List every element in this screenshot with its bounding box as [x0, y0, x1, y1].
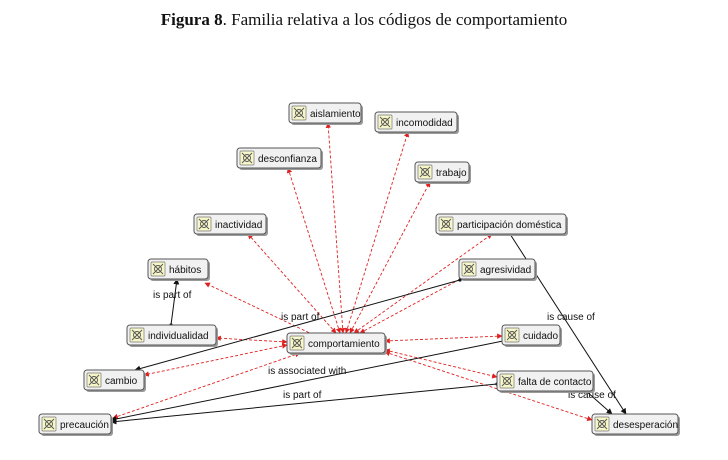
code-icon: [417, 164, 433, 180]
nodes-layer: aislamiento incomodidad desconfianza trabaj…: [38, 102, 680, 436]
node-cuidado[interactable]: cuidado: [501, 324, 562, 347]
edge-comportamiento-desconfianza: [286, 167, 342, 334]
code-icon: [377, 114, 393, 130]
node-box: [236, 147, 322, 169]
edge-comportamiento-participacion: [353, 233, 493, 334]
node-label: aislamiento: [310, 109, 361, 120]
node-label: cuidado: [523, 331, 558, 342]
edge-falta-desesperacion: [584, 389, 613, 415]
node-box: [193, 213, 267, 235]
node-trabajo[interactable]: trabajo: [414, 161, 471, 184]
edge-falta-precaucion: [110, 382, 499, 425]
edge-individualidad-habitos: [169, 278, 180, 327]
node-label: desconfianza: [258, 154, 317, 165]
node-box: [435, 213, 567, 235]
node-comportamiento[interactable]: comportamiento: [286, 332, 387, 355]
code-icon: [499, 373, 515, 389]
node-label: incomodidad: [396, 118, 453, 129]
code-icon: [594, 416, 610, 432]
node-cambio[interactable]: cambio: [83, 369, 146, 392]
node-box: [38, 413, 112, 435]
edge-label-participacion-desesperacion: is cause of: [547, 312, 595, 323]
figure-caption: Figura 8. Familia relativa a los códigos…: [0, 10, 728, 30]
node-box: [458, 258, 536, 280]
code-icon: [129, 327, 145, 343]
edge-comportamiento-agresividad: [359, 275, 467, 334]
node-box: [126, 324, 217, 346]
node-label: falta de contacto: [518, 377, 592, 388]
edge-label-falta-precaucion: is part of: [283, 390, 322, 401]
code-icon: [86, 372, 102, 388]
node-aislamiento[interactable]: aislamiento: [288, 102, 363, 125]
node-habitos[interactable]: hábitos: [147, 258, 210, 281]
edge-comportamiento-cambio: [143, 343, 288, 377]
figure-label: Figura 8: [160, 10, 223, 29]
node-label: trabajo: [436, 168, 467, 179]
node-box: [288, 102, 362, 124]
code-icon: [150, 261, 166, 277]
code-icon: [239, 150, 255, 166]
code-icon: [461, 261, 477, 277]
code-icon: [289, 335, 305, 351]
edge-labels-layer: is part of is part of is associated with is…: [153, 290, 616, 401]
node-box: [496, 370, 594, 392]
edge-label-falta-desesperacion: is cause of: [568, 390, 616, 401]
node-agresividad[interactable]: agresividad: [458, 258, 537, 281]
node-label: hábitos: [169, 265, 201, 276]
edge-label-agresividad-cambio: is part of: [281, 312, 320, 323]
node-desconfianza[interactable]: desconfianza: [236, 147, 323, 170]
code-icon: [504, 327, 520, 343]
node-label: individualidad: [148, 331, 209, 342]
edge-comportamiento-cuidado: [384, 333, 503, 344]
edge-comportamiento-individualidad: [215, 335, 288, 345]
node-label: participación doméstica: [457, 220, 562, 231]
figure-title: . Familia relativa a los códigos de comp…: [222, 10, 568, 29]
node-box: [591, 413, 679, 435]
node-box: [286, 332, 386, 354]
node-label: cambio: [105, 376, 138, 387]
node-falta[interactable]: falta de contacto: [496, 370, 595, 393]
node-inactividad[interactable]: inactividad: [193, 213, 268, 236]
edge-label-individualidad-habitos: is part of: [153, 290, 192, 301]
code-icon: [438, 216, 454, 232]
node-desesperacion[interactable]: desesperación: [591, 413, 680, 436]
node-label: inactividad: [215, 220, 262, 231]
node-incomodidad[interactable]: incomodidad: [374, 111, 459, 134]
node-label: precaución: [60, 420, 109, 431]
node-precaucion[interactable]: precaución: [38, 413, 113, 436]
code-icon: [41, 416, 57, 432]
edge-comportamiento-habitos: [204, 282, 319, 338]
node-label: agresividad: [480, 265, 531, 276]
code-icon: [196, 216, 212, 232]
code-icon: [291, 105, 307, 121]
node-participacion[interactable]: participación doméstica: [435, 213, 568, 236]
node-label: desesperación: [613, 420, 678, 431]
node-label: comportamiento: [308, 339, 380, 350]
edge-label-cuidado-precaucion: is associated with: [268, 366, 346, 377]
node-box: [374, 111, 458, 133]
node-individualidad[interactable]: individualidad: [126, 324, 218, 347]
edge-comportamiento-trabajo: [349, 181, 431, 334]
edge-comportamiento-falta: [384, 348, 498, 379]
